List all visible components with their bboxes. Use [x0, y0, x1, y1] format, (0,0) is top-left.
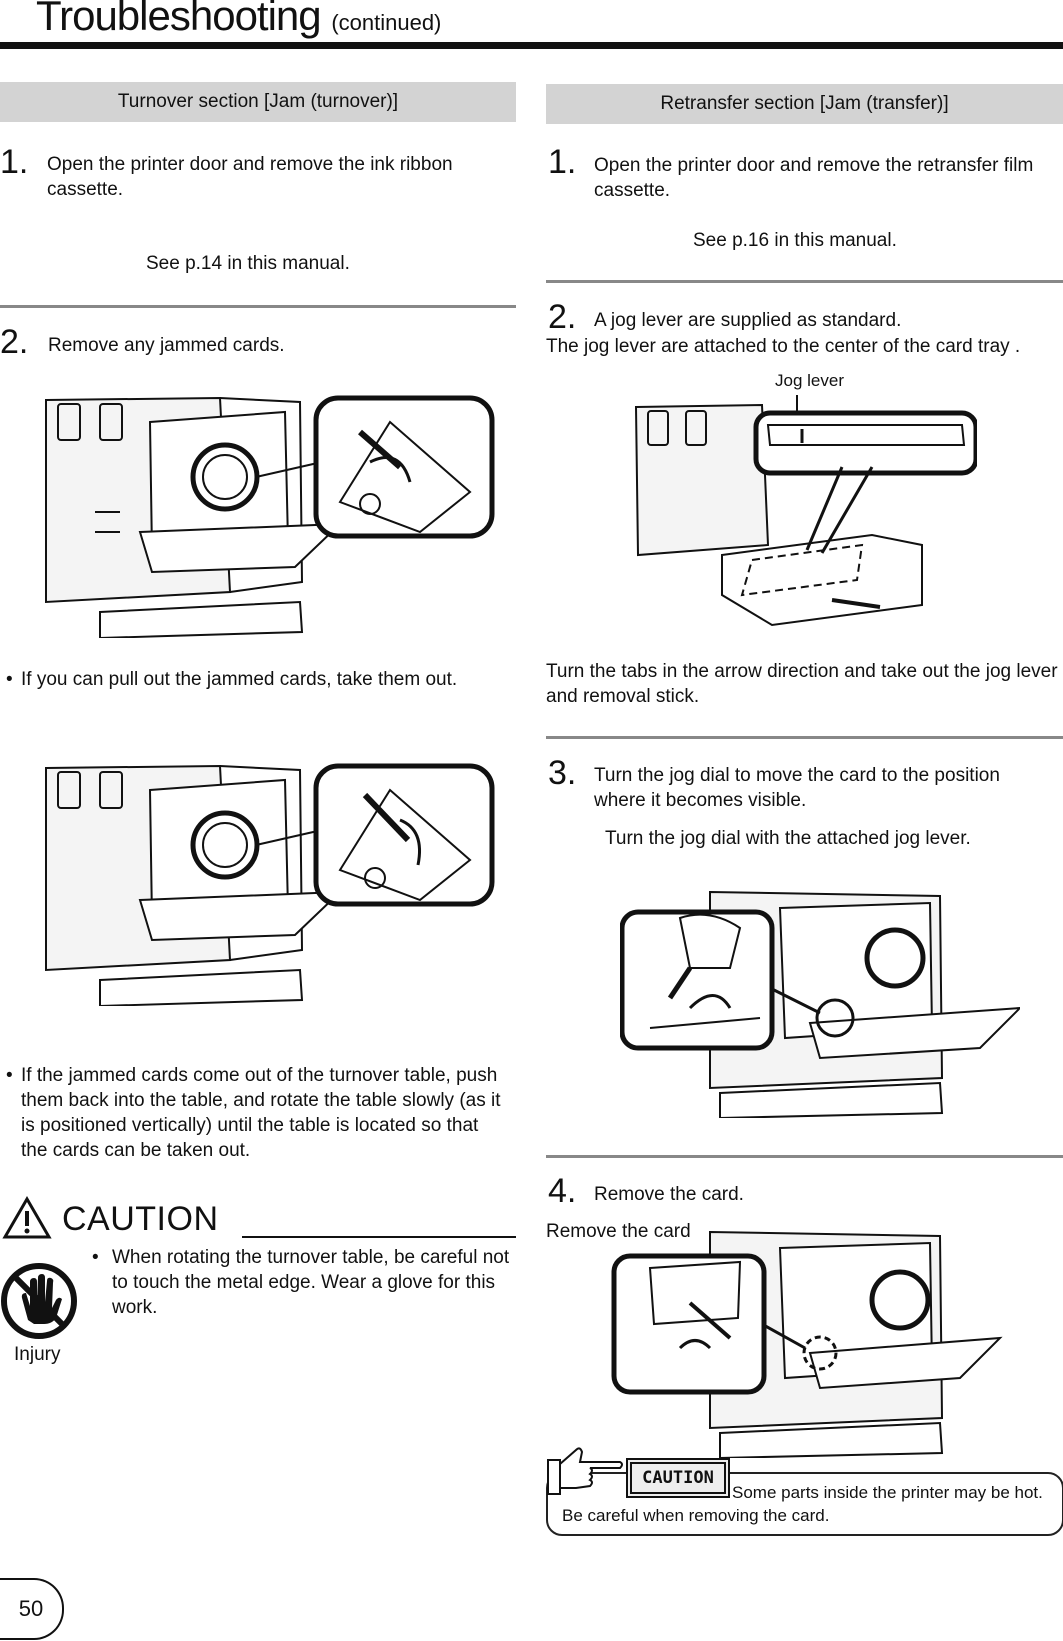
divider	[546, 280, 1063, 283]
remove-card-illustration	[611, 1230, 1003, 1458]
pointing-hand-icon	[547, 1447, 623, 1495]
section-header-retransfer: Retransfer section [Jam (transfer)]	[546, 84, 1063, 124]
divider	[0, 305, 516, 308]
page-reference: See p.16 in this manual.	[693, 230, 897, 251]
bullet-marker: •	[6, 1065, 13, 1086]
divider	[546, 1155, 1063, 1158]
step-text: Open the printer door and remove the ret…	[594, 155, 1034, 201]
step-instruction: Turn the tabs in the arrow direction and…	[546, 661, 1058, 707]
step-subtext: Turn the jog dial with the attached jog …	[605, 828, 971, 849]
step-text: Remove any jammed cards.	[48, 335, 285, 356]
page-title-text: Troubleshooting	[36, 0, 322, 39]
step-number: 1.	[548, 143, 577, 181]
bullet-marker: •	[6, 669, 13, 690]
bullet-text: If the jammed cards come out of the turn…	[21, 1065, 501, 1161]
step-number: 1.	[0, 143, 29, 181]
step-description: The jog lever are attached to the center…	[546, 336, 1021, 357]
caution-rule	[242, 1236, 516, 1238]
step-text: A jog lever are supplied as standard.	[594, 310, 902, 331]
page-number: 50	[0, 1578, 64, 1640]
bullet-marker: •	[92, 1247, 99, 1268]
jog-dial-illustration	[620, 890, 1020, 1118]
page-title-suffix: (continued)	[331, 10, 442, 35]
step-subtext: Remove the card	[546, 1221, 691, 1242]
page-title: Troubleshooting (continued)	[36, 0, 441, 40]
caution-heading: CAUTION	[62, 1200, 219, 1238]
header-rule	[0, 42, 1063, 49]
injury-hand-icon	[1, 1263, 77, 1339]
caution-badge: CAUTION	[630, 1462, 726, 1494]
divider	[546, 736, 1063, 739]
step-text: Turn the jog dial to move the card to th…	[594, 765, 1000, 811]
step-number: 2.	[0, 323, 29, 361]
jog-lever-callout: Jog lever	[775, 371, 844, 390]
printer-turnover-rotated-illustration	[45, 763, 495, 1006]
step-number: 4.	[548, 1172, 577, 1210]
caution-badge-frame	[626, 1458, 730, 1498]
warning-triangle-icon	[2, 1196, 52, 1239]
step-number: 3.	[548, 754, 577, 792]
printer-turnover-illustration	[45, 395, 495, 638]
page-reference: See p.14 in this manual.	[146, 253, 350, 274]
caution-text: When rotating the turnover table, be car…	[112, 1247, 510, 1318]
injury-label: Injury	[14, 1344, 61, 1365]
card-tray-jog-lever-illustration	[634, 395, 977, 627]
step-text: Open the printer door and remove the ink…	[47, 154, 453, 200]
bullet-text: If you can pull out the jammed cards, ta…	[21, 669, 458, 690]
caution-note-text: Some parts inside the printer may be hot…	[562, 1483, 1043, 1525]
step-text: Remove the card.	[594, 1184, 744, 1205]
section-header-turnover: Turnover section [Jam (turnover)]	[0, 82, 516, 122]
step-number: 2.	[548, 298, 577, 336]
